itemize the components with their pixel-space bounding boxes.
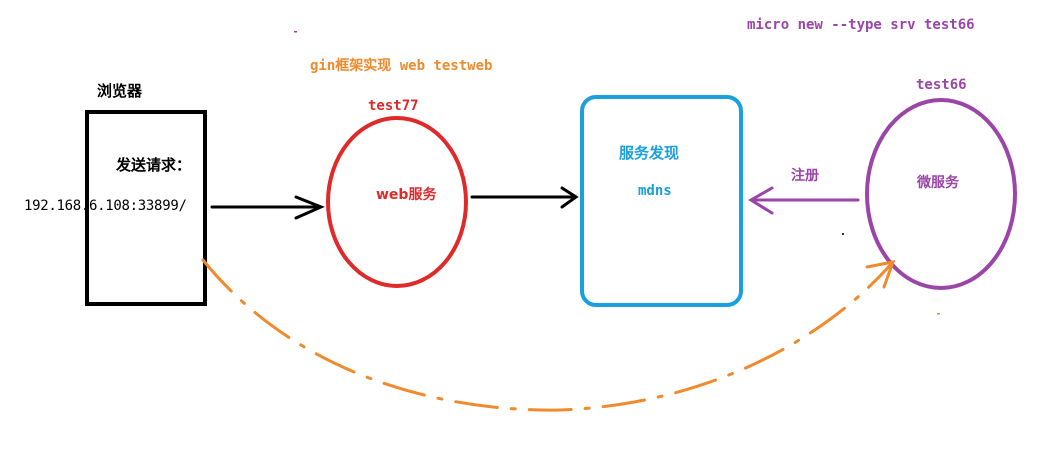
send-request-text: 发送请求： [116,156,192,174]
register-label: 注册 [791,168,819,184]
request-url-text: 192.168.6.108:33899/ [24,198,187,214]
web-service-label: web服务 [376,187,437,203]
stray-mark [937,313,940,315]
discovery-arrow [470,186,579,209]
cli-command-text: micro new --type srv test66 [747,17,975,33]
discovery-label: 服务发现 [619,144,680,162]
web-service-ellipse [326,116,468,288]
gin-caption-text: gin框架实现 web testweb [310,58,493,74]
browser-box [85,110,207,306]
register-arrow [748,186,860,215]
microservice-name: test66 [916,77,967,93]
discovery-impl-label: mdns [638,183,672,199]
request-arrow [210,195,325,220]
direct-call-curve [201,258,896,412]
browser-title: 浏览器 [97,82,143,100]
stray-mark [294,31,297,33]
stray-mark [842,233,844,235]
microservice-label: 微服务 [917,175,959,191]
web-service-name: test77 [368,98,419,114]
microservice-ellipse [865,98,1017,290]
service-discovery-box [580,95,743,307]
